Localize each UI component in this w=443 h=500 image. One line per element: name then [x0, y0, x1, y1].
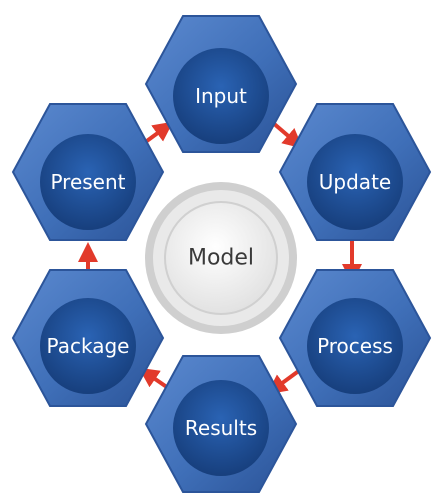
- center-inner-circle: [164, 201, 278, 315]
- node-present: Present: [11, 103, 165, 241]
- node-label-present: Present: [50, 170, 125, 194]
- node-results: Results: [144, 355, 298, 493]
- node-input: Input: [144, 15, 298, 153]
- node-process: Process: [278, 269, 432, 407]
- node-label-input: Input: [195, 84, 247, 108]
- node-label-results: Results: [185, 416, 257, 440]
- node-circle: [40, 298, 136, 394]
- node-circle: [173, 48, 269, 144]
- node-package: Package: [11, 269, 165, 407]
- node-circle: [307, 134, 403, 230]
- center-model: Model: [145, 182, 297, 334]
- node-circle: [173, 380, 269, 476]
- node-circle: [307, 298, 403, 394]
- center-label: Model: [188, 246, 254, 271]
- node-update: Update: [278, 103, 432, 241]
- node-label-update: Update: [319, 170, 391, 194]
- node-label-process: Process: [317, 334, 393, 358]
- node-label-package: Package: [47, 334, 130, 358]
- node-circle: [40, 134, 136, 230]
